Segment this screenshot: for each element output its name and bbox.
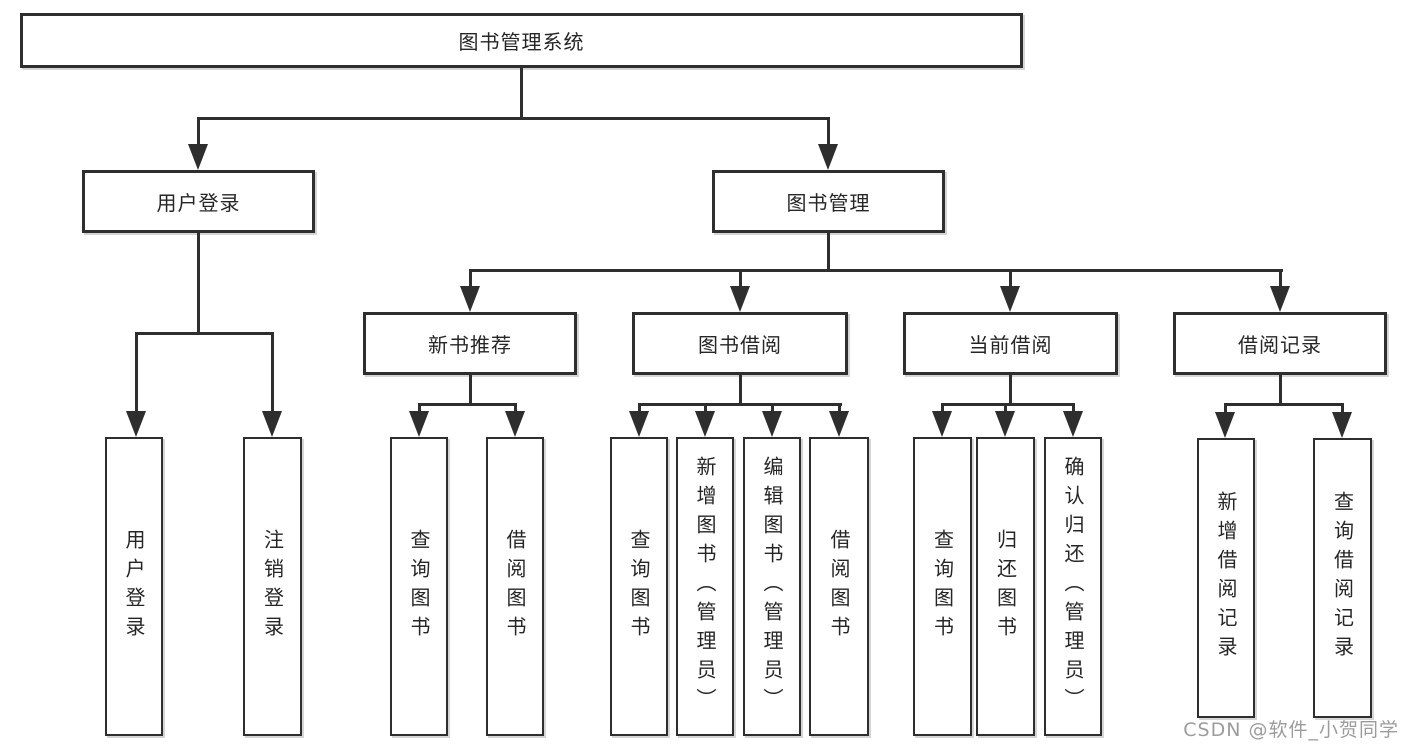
arrow-down-icon <box>460 286 480 312</box>
connector-line <box>827 117 830 146</box>
node-label: 图书管理 <box>786 191 871 215</box>
connector-line <box>771 403 774 415</box>
connector-line <box>469 269 472 288</box>
connector-line <box>1279 269 1282 288</box>
node-label: 查询图书 <box>627 528 651 645</box>
node-label: 借阅图书 <box>503 528 527 645</box>
connector-line <box>197 233 200 335</box>
connector-line <box>418 403 421 415</box>
arrow-down-icon <box>262 411 282 437</box>
connector-line <box>827 233 830 272</box>
leaf-add-borrow-record: 新增借阅记录 <box>1197 438 1255 718</box>
arrow-down-icon <box>932 411 952 437</box>
leaf-user-login: 用户登录 <box>105 437 163 736</box>
connector-line <box>1279 375 1282 406</box>
arrow-down-icon <box>1063 411 1083 437</box>
leaf-query-borrow-record: 查询借阅记录 <box>1313 438 1372 718</box>
connector-line <box>941 403 944 415</box>
arrow-down-icon <box>126 411 146 437</box>
node-label: 查询图书 <box>407 528 431 645</box>
connector-line <box>514 403 517 415</box>
arrow-down-icon <box>730 286 750 312</box>
node-label: 新增图书（管理员） <box>693 456 717 717</box>
connector-line <box>941 403 1075 406</box>
arrow-down-icon <box>762 411 782 437</box>
connector-line <box>1009 375 1012 406</box>
node-label: 确认归还（管理员） <box>1061 456 1085 717</box>
connector-line <box>1341 403 1344 415</box>
connector-line <box>135 332 138 413</box>
node-label: 查询图书 <box>930 528 955 645</box>
node-book-management: 图书管理 <box>712 170 945 233</box>
leaf-return-books: 归还图书 <box>976 437 1035 736</box>
arrow-down-icon <box>505 411 525 437</box>
node-borrowing-records: 借阅记录 <box>1173 312 1387 375</box>
node-new-book-recommendation: 新书推荐 <box>363 312 577 375</box>
connector-line <box>418 403 517 406</box>
connector-line <box>739 269 742 288</box>
connector-line <box>1004 403 1007 415</box>
node-label: 图书管理系统 <box>458 30 585 54</box>
arrow-down-icon <box>695 411 715 437</box>
connector-line <box>1224 403 1344 406</box>
arrow-down-icon <box>1215 412 1235 438</box>
node-library-management-system: 图书管理系统 <box>20 13 1023 68</box>
connector-line <box>1009 269 1012 288</box>
connector-line <box>197 117 830 120</box>
node-current-borrowing: 当前借阅 <box>903 312 1118 375</box>
csdn-watermark: CSDN @软件_小贺同学 <box>1183 719 1399 741</box>
arrow-down-icon <box>818 144 838 170</box>
node-label: 注销登录 <box>260 528 285 645</box>
node-book-borrowing: 图书借阅 <box>632 312 848 375</box>
node-label: 新书推荐 <box>428 333 512 357</box>
node-label: 当前借阅 <box>968 333 1053 357</box>
leaf-borrow-books-recommend: 借阅图书 <box>486 437 544 736</box>
arrow-down-icon <box>188 144 208 170</box>
node-label: 编辑图书（管理员） <box>760 456 784 717</box>
arrow-down-icon <box>829 411 849 437</box>
connector-line <box>1224 403 1227 415</box>
arrow-down-icon <box>1270 286 1290 312</box>
connector-line <box>838 403 841 415</box>
arrow-down-icon <box>1332 412 1352 438</box>
connector-line <box>271 332 274 413</box>
connector-line <box>469 375 472 406</box>
connector-line <box>638 403 641 415</box>
arrow-down-icon <box>995 411 1015 437</box>
node-label: 新增借阅记录 <box>1214 491 1238 665</box>
connector-line <box>638 403 842 406</box>
connector-line <box>1072 403 1075 415</box>
leaf-query-books-current: 查询图书 <box>913 437 972 736</box>
connector-line <box>520 68 523 120</box>
arrow-down-icon <box>629 411 649 437</box>
connector-line <box>739 375 742 406</box>
node-label: 用户登录 <box>122 528 146 645</box>
leaf-query-books-borrowing: 查询图书 <box>610 437 668 736</box>
arrow-down-icon <box>409 411 429 437</box>
leaf-confirm-return-admin: 确认归还（管理员） <box>1044 437 1102 736</box>
node-label: 归还图书 <box>993 528 1018 645</box>
node-label: 图书借阅 <box>698 333 782 357</box>
leaf-query-books-recommend: 查询图书 <box>390 437 448 736</box>
node-label: 查询借阅记录 <box>1330 491 1355 665</box>
connector-line <box>197 117 200 146</box>
connector-line <box>469 269 1283 272</box>
node-label: 用户登录 <box>156 191 241 215</box>
leaf-add-books-admin: 新增图书（管理员） <box>676 437 734 736</box>
node-label: 借阅记录 <box>1238 333 1322 357</box>
leaf-logout: 注销登录 <box>243 437 302 736</box>
connector-line <box>704 403 707 415</box>
node-label: 借阅图书 <box>827 528 851 645</box>
connector-line <box>135 332 274 335</box>
leaf-borrow-books: 借阅图书 <box>809 437 869 736</box>
node-user-login: 用户登录 <box>82 170 315 233</box>
leaf-edit-books-admin: 编辑图书（管理员） <box>743 437 801 736</box>
arrow-down-icon <box>1000 286 1020 312</box>
